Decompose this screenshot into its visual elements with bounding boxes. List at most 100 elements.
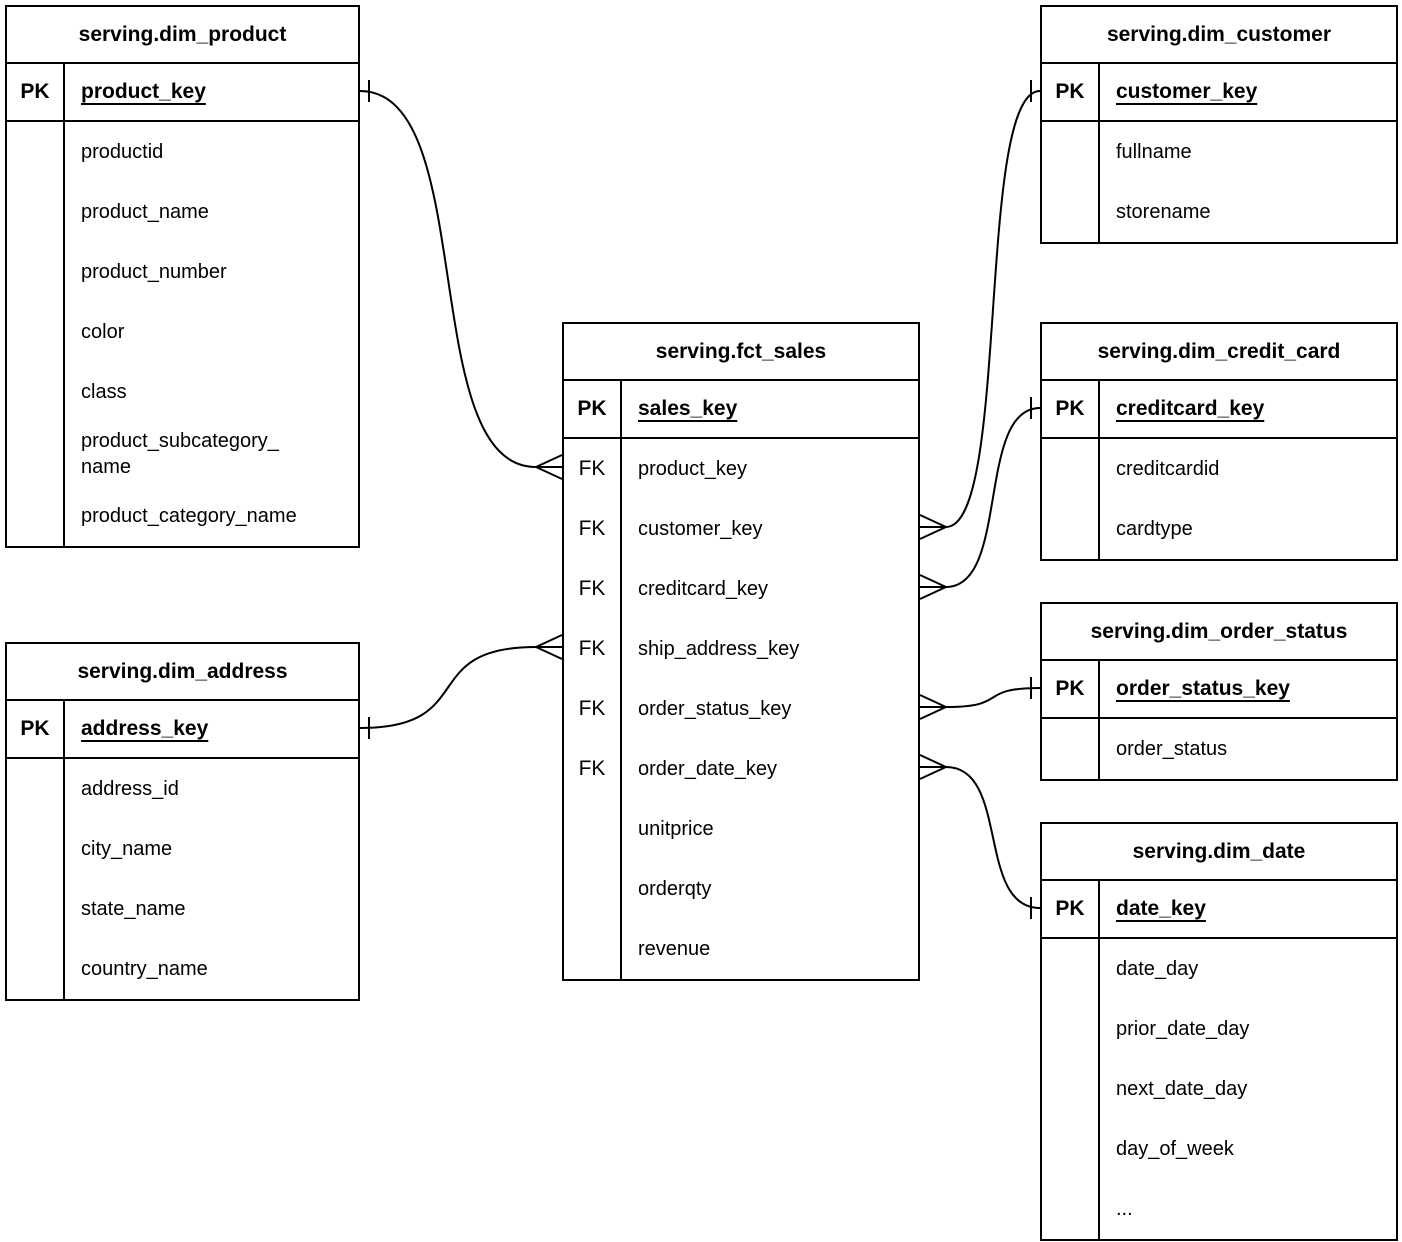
rel-customer-sales — [919, 80, 1041, 540]
field-row: color — [7, 302, 358, 362]
field-name: color — [81, 321, 125, 343]
field-name: address_id — [81, 778, 179, 800]
badge-spacer — [564, 799, 622, 859]
pk-badge: PK — [1042, 881, 1100, 937]
field-name: prior_date_day — [1116, 1018, 1250, 1040]
entity-title: serving.dim_address — [7, 644, 358, 701]
field-row: day_of_week — [1042, 1119, 1396, 1179]
field-name: fullname — [1116, 141, 1192, 163]
entity-field-list: date_day prior_date_day next_date_day day_o… — [1042, 939, 1396, 1239]
entity-title: serving.fct_sales — [564, 324, 918, 381]
badge-spacer — [1042, 122, 1100, 182]
badge-spacer — [1042, 1119, 1100, 1179]
field-row: FK customer_key — [564, 499, 918, 559]
field-row: order_status — [1042, 719, 1396, 779]
primary-key-row: PK sales_key — [564, 381, 918, 439]
crow-foot-marker — [535, 634, 563, 660]
pk-badge: PK — [564, 381, 622, 437]
field-row: product_category_name — [7, 486, 358, 546]
key-name: product_key — [81, 80, 206, 104]
badge-spacer — [7, 302, 65, 362]
rel-address-sales — [359, 634, 563, 739]
field-row: unitprice — [564, 799, 918, 859]
field-row: ... — [1042, 1179, 1396, 1239]
field-name: day_of_week — [1116, 1138, 1234, 1160]
relationship-line — [945, 687, 1041, 708]
field-name: product_number — [81, 261, 227, 283]
field-row: fullname — [1042, 122, 1396, 182]
rel-product-sales — [359, 80, 563, 480]
badge-spacer — [1042, 182, 1100, 242]
badge-spacer — [1042, 719, 1100, 779]
field-row: productid — [7, 122, 358, 182]
badge-spacer — [7, 422, 65, 486]
field-name: creditcardid — [1116, 458, 1220, 480]
key-name: creditcard_key — [1116, 397, 1265, 421]
field-row: product_subcategory_ name — [7, 422, 358, 486]
fk-badge: FK — [564, 679, 622, 739]
field-name: storename — [1116, 201, 1211, 223]
field-row: country_name — [7, 939, 358, 999]
field-row: city_name — [7, 819, 358, 879]
badge-spacer — [7, 242, 65, 302]
key-name: customer_key — [1116, 80, 1258, 104]
key-name: sales_key — [638, 397, 738, 421]
crow-foot-marker — [535, 454, 563, 480]
fk-badge: FK — [564, 499, 622, 559]
badge-spacer — [7, 819, 65, 879]
field-row: creditcardid — [1042, 439, 1396, 499]
crow-foot-marker — [919, 514, 947, 540]
badge-spacer — [1042, 999, 1100, 1059]
pk-badge: PK — [7, 701, 65, 757]
entity-field-list: fullname storename — [1042, 122, 1396, 242]
key-name: address_key — [81, 717, 209, 741]
entity-title: serving.dim_date — [1042, 824, 1396, 881]
field-name: order_status — [1116, 738, 1228, 760]
relationship-line — [945, 90, 1041, 528]
crow-foot-marker — [919, 754, 947, 780]
field-row: address_id — [7, 759, 358, 819]
field-row: prior_date_day — [1042, 999, 1396, 1059]
badge-spacer — [1042, 1059, 1100, 1119]
field-name: product_category_name — [81, 505, 297, 527]
field-name: order_date_key — [638, 758, 777, 780]
field-row: next_date_day — [1042, 1059, 1396, 1119]
rel-orderdate-sales — [919, 754, 1041, 919]
field-name: productid — [81, 141, 164, 163]
badge-spacer — [7, 759, 65, 819]
relationship-line — [945, 407, 1041, 588]
relationship-line — [359, 646, 537, 729]
entity-title: serving.dim_product — [7, 7, 358, 64]
badge-spacer — [7, 122, 65, 182]
key-name: order_status_key — [1116, 677, 1290, 701]
rel-creditcard-sales — [919, 397, 1041, 600]
badge-spacer — [7, 362, 65, 422]
crow-foot-marker — [919, 574, 947, 600]
badge-spacer — [1042, 939, 1100, 999]
field-row: orderqty — [564, 859, 918, 919]
badge-spacer — [564, 859, 622, 919]
field-name: product_name — [81, 201, 209, 223]
field-name: ship_address_key — [638, 638, 800, 660]
field-name: customer_key — [638, 518, 763, 540]
entity-title: serving.dim_order_status — [1042, 604, 1396, 661]
field-row: date_day — [1042, 939, 1396, 999]
field-name: next_date_day — [1116, 1078, 1248, 1100]
field-row: state_name — [7, 879, 358, 939]
fk-badge: FK — [564, 559, 622, 619]
